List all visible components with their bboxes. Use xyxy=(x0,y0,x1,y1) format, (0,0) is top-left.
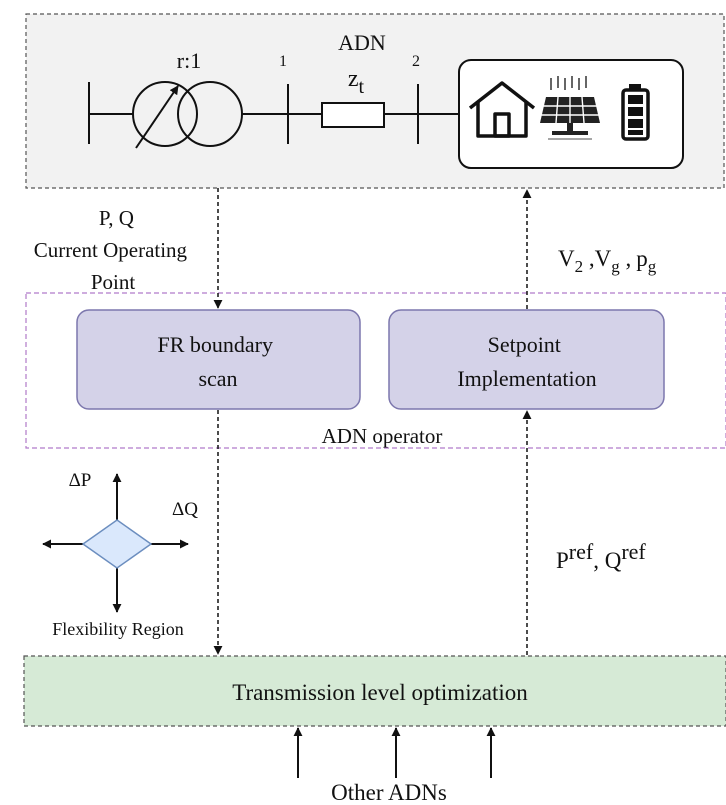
transformer-ratio: r:1 xyxy=(177,48,201,73)
fr-boundary-scan-box xyxy=(76,309,361,410)
measurement-line1: P, Q xyxy=(99,206,134,230)
transformer-icon xyxy=(132,81,243,149)
line-impedance xyxy=(321,102,385,128)
flexibility-region-glyph xyxy=(42,473,189,613)
measurement-line2: Current Operating xyxy=(34,238,188,262)
house-icon xyxy=(468,81,536,138)
adn-title: ADN xyxy=(338,30,386,55)
transmission-optimization-box xyxy=(23,655,726,727)
battery-icon xyxy=(621,84,650,141)
transmission-label: Transmission level optimization xyxy=(232,680,528,705)
delta-p-label: ΔP xyxy=(69,470,92,491)
setpoint-implementation-box xyxy=(388,309,665,410)
reference-values: Pref, Qref xyxy=(556,539,646,573)
fr-box-line1: FR boundary xyxy=(158,332,274,357)
svg-text:Setpoint Implementation: Setpoint Implementation xyxy=(457,332,596,391)
flexibility-caption: Flexibility Region xyxy=(52,619,184,639)
impedance-label: zt xyxy=(348,66,365,98)
delta-q-label: ΔQ xyxy=(172,499,198,520)
bus-2-label: 2 xyxy=(412,53,420,70)
solar-panel-icon xyxy=(540,76,600,140)
bus-1-label: 1 xyxy=(279,53,287,70)
fr-box-line2: scan xyxy=(198,366,237,391)
measurement-line3: Point xyxy=(91,270,136,294)
svg-text:P, Q Current Operating: P, Q Current Operating Point xyxy=(34,206,193,294)
adn-operator-label: ADN operator xyxy=(322,424,443,448)
svg-text:FR boundary scan: FR boundary scan xyxy=(158,332,279,391)
setpoint-variables: V2 ,Vg ,pg xyxy=(558,246,657,276)
other-adns-label: Other ADNs xyxy=(331,780,447,805)
adn-operator-region xyxy=(25,292,726,449)
setpoint-box-line1: Setpoint xyxy=(488,332,561,357)
setpoint-box-line2: Implementation xyxy=(457,366,596,391)
flexibility-diamond xyxy=(81,519,153,569)
